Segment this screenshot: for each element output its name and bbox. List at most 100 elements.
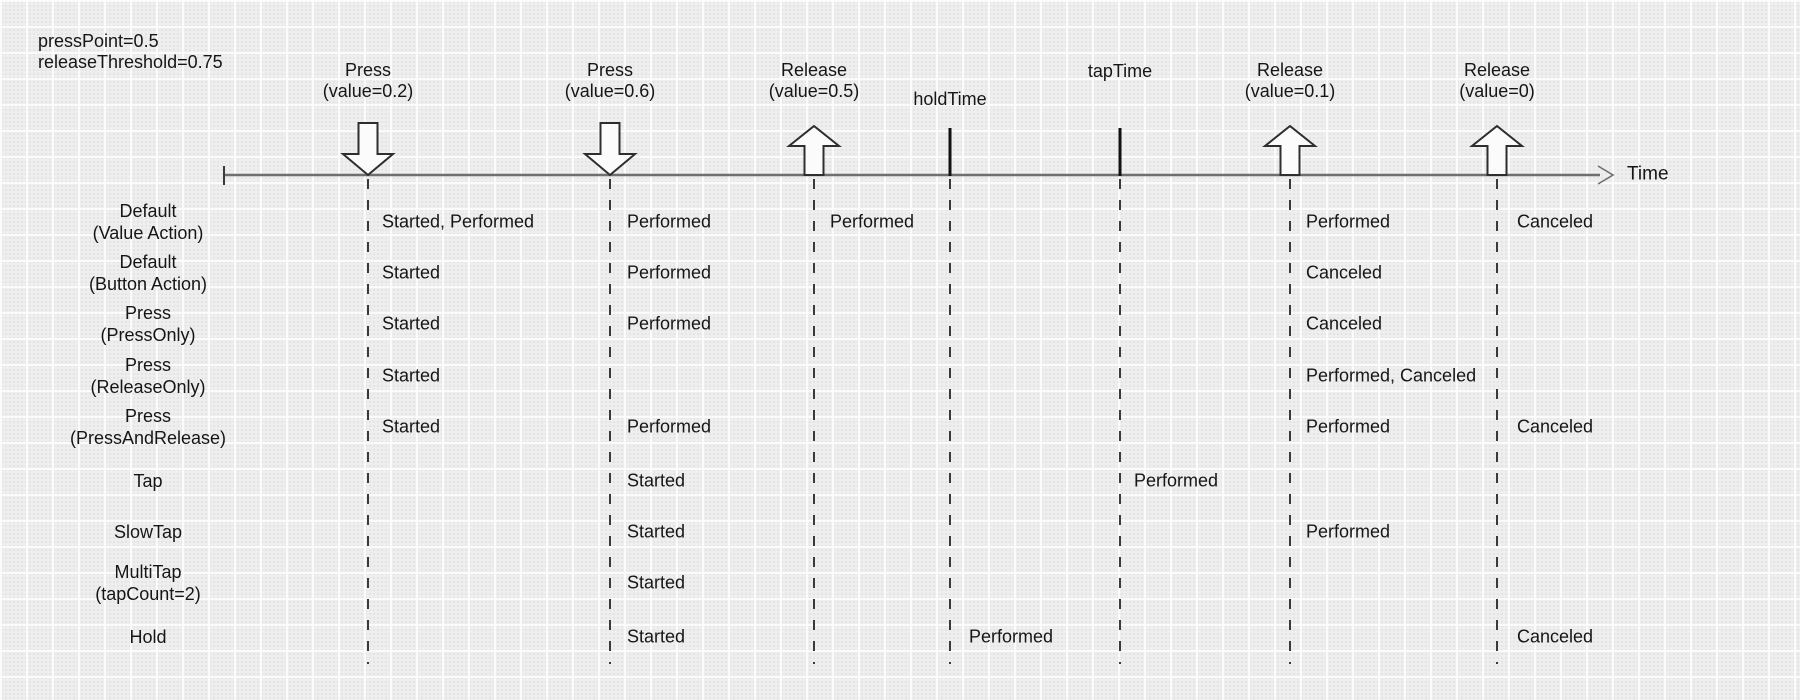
release-value-05-label: Release(value=0.5)	[769, 60, 860, 102]
annotation-default-button-action-1-line-0: Performed	[627, 262, 712, 283]
annotation-slowtap-0-line-0: Started	[627, 521, 686, 542]
annotation-press-pressonly-0: Started	[382, 314, 440, 335]
annotation-press-pressandrelease-2-line-0: Performed	[1306, 416, 1391, 437]
annotation-hold-2: Canceled	[1517, 627, 1593, 648]
annotation-default-button-action-0: Started	[382, 263, 440, 284]
row-label-multitap-line-0: MultiTap	[114, 562, 182, 582]
annotation-press-releaseonly-0-line-0: Started	[382, 365, 441, 386]
annotation-hold-0-line-0: Started	[627, 626, 686, 647]
annotation-default-value-action-2-line-0: Performed	[830, 211, 915, 232]
row-label-multitap: MultiTap(tapCount=2)	[95, 561, 201, 605]
release-value-01-label: Release(value=0.1)	[1245, 60, 1336, 102]
row-label-press-pressandrelease: Press(PressAndRelease)	[70, 405, 226, 449]
row-label-press-pressonly-line-0: Press	[124, 303, 172, 323]
annotation-default-value-action-1-line-0: Performed	[627, 211, 712, 232]
release-value-01-label-line-0: Release	[1256, 60, 1324, 80]
release-value-0-label-line-1: (value=0)	[1459, 81, 1535, 101]
release-value-0-label: Release(value=0)	[1459, 60, 1535, 102]
press-value-06-label: Press(value=0.6)	[565, 60, 656, 102]
annotation-press-pressonly-2: Canceled	[1306, 314, 1382, 335]
row-label-press-pressandrelease-line-0: Press	[124, 406, 172, 426]
row-label-default-button-action-line-0: Default	[119, 252, 177, 272]
tap-time-label-line-0: tapTime	[1087, 61, 1153, 81]
row-label-default-button-action-line-1: (Button Action)	[88, 274, 208, 294]
annotation-hold-1-line-0: Performed	[969, 626, 1054, 647]
annotation-tap-0-line-0: Started	[627, 470, 686, 491]
annotation-press-pressandrelease-1-line-0: Performed	[627, 416, 712, 437]
row-label-press-pressonly: Press(PressOnly)	[100, 302, 195, 346]
timeline-start-tick	[223, 166, 225, 185]
annotation-default-value-action-1: Performed	[627, 212, 711, 233]
annotation-hold-2-line-0: Canceled	[1517, 626, 1594, 647]
annotation-default-value-action-2: Performed	[830, 212, 914, 233]
timeline-arrowhead-icon	[1597, 165, 1615, 185]
press-value-02-down-arrow-icon	[340, 122, 396, 177]
release-value-0-label-line-0: Release	[1463, 60, 1531, 80]
annotation-tap-0: Started	[627, 471, 685, 492]
annotation-default-button-action-2: Canceled	[1306, 263, 1382, 284]
annotation-press-pressandrelease-0-line-0: Started	[382, 416, 441, 437]
annotation-default-button-action-1: Performed	[627, 263, 711, 284]
row-label-default-value-action-line-1: (Value Action)	[92, 223, 204, 243]
annotation-default-value-action-4: Canceled	[1517, 212, 1593, 233]
annotation-press-pressonly-2-line-0: Canceled	[1306, 313, 1383, 334]
annotation-tap-1-line-0: Performed	[1134, 470, 1219, 491]
annotation-press-pressandrelease-0: Started	[382, 417, 440, 438]
annotation-press-pressonly-0-line-0: Started	[382, 313, 441, 334]
row-label-tap: Tap	[133, 470, 162, 492]
row-label-slowtap-line-0: SlowTap	[113, 522, 183, 542]
annotation-press-releaseonly-1: Performed, Canceled	[1306, 366, 1476, 387]
press-value-06-down-arrow-icon	[582, 122, 638, 177]
annotation-default-value-action-3: Performed	[1306, 212, 1390, 233]
row-label-multitap-line-1: (tapCount=2)	[95, 584, 201, 604]
row-label-press-pressonly-line-1: (PressOnly)	[100, 325, 196, 345]
config-presspoint: pressPoint=0.5	[38, 31, 159, 51]
hold-time-label-line-0: holdTime	[913, 89, 987, 109]
annotation-tap-1: Performed	[1134, 471, 1218, 492]
row-label-press-releaseonly: Press(ReleaseOnly)	[90, 354, 205, 398]
config-releasethreshold: releaseThreshold=0.75	[38, 52, 223, 72]
annotation-slowtap-1: Performed	[1306, 522, 1390, 543]
annotation-press-pressandrelease-1: Performed	[627, 417, 711, 438]
row-label-default-button-action: Default(Button Action)	[89, 251, 207, 295]
annotation-default-value-action-4-line-0: Canceled	[1517, 211, 1594, 232]
release-value-0-up-arrow-icon	[1469, 124, 1525, 176]
row-label-press-releaseonly-line-0: Press	[124, 355, 172, 375]
annotation-multitap-0: Started	[627, 573, 685, 594]
row-label-tap-line-0: Tap	[133, 471, 163, 491]
row-label-default-value-action: Default(Value Action)	[93, 200, 204, 244]
tap-time-label: tapTime	[1088, 61, 1152, 82]
press-value-02-label-line-0: Press	[344, 60, 391, 80]
annotation-default-value-action-0: Started, Performed	[382, 212, 534, 233]
annotation-press-releaseonly-1-line-0: Performed, Canceled	[1306, 365, 1477, 386]
annotation-press-releaseonly-0: Started	[382, 366, 440, 387]
row-label-press-pressandrelease-line-1: (PressAndRelease)	[69, 428, 227, 448]
annotation-press-pressonly-1-line-0: Performed	[627, 313, 712, 334]
row-label-hold: Hold	[129, 626, 166, 648]
hold-time-tick	[948, 128, 952, 176]
release-value-01-label-line-1: (value=0.1)	[1244, 81, 1336, 101]
row-label-press-releaseonly-line-1: (ReleaseOnly)	[90, 377, 206, 397]
annotation-press-pressonly-1: Performed	[627, 314, 711, 335]
annotation-default-button-action-2-line-0: Canceled	[1306, 262, 1383, 283]
tap-time-tick	[1118, 128, 1122, 176]
annotation-slowtap-0: Started	[627, 522, 685, 543]
config-parameters: pressPoint=0.5 releaseThreshold=0.75	[38, 31, 223, 73]
annotation-default-button-action-0-line-0: Started	[382, 262, 441, 283]
annotation-press-pressandrelease-3-line-0: Canceled	[1517, 416, 1594, 437]
annotation-hold-0: Started	[627, 627, 685, 648]
annotation-multitap-0-line-0: Started	[627, 572, 686, 593]
press-value-02-label: Press(value=0.2)	[323, 60, 414, 102]
release-value-05-up-arrow-icon	[786, 124, 842, 176]
time-axis-label: Time	[1627, 163, 1669, 185]
row-label-default-value-action-line-0: Default	[119, 201, 177, 221]
row-label-slowtap: SlowTap	[114, 521, 182, 543]
press-value-06-label-line-1: (value=0.6)	[564, 81, 656, 101]
hold-time-label: holdTime	[913, 89, 986, 110]
release-value-05-label-line-0: Release	[780, 60, 848, 80]
release-value-01-up-arrow-icon	[1262, 124, 1318, 176]
press-value-06-label-line-0: Press	[586, 60, 633, 80]
annotation-press-pressandrelease-3: Canceled	[1517, 417, 1593, 438]
